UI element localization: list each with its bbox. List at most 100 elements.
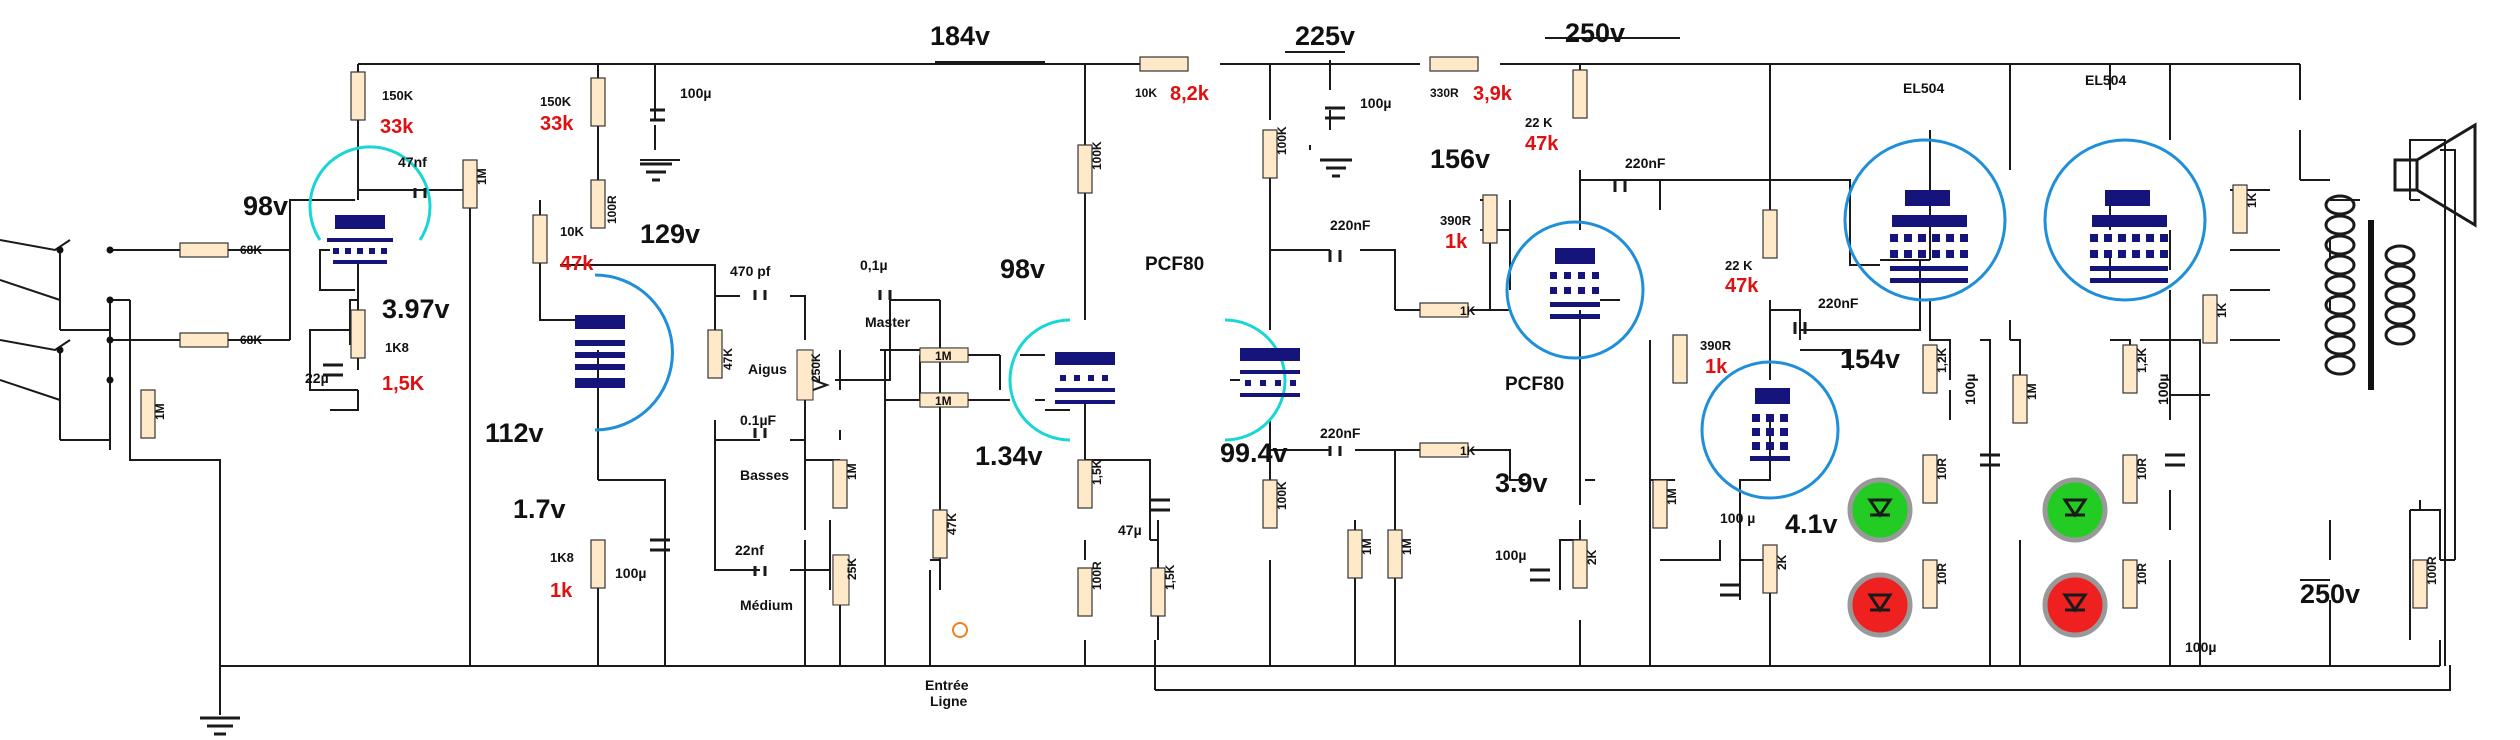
resistor-label: 390R <box>1440 213 1472 228</box>
resistor-label: 1M <box>935 394 952 408</box>
voltage-labels: 184v 225v 250v 98v 3.97v 129v 112v 1.7v … <box>243 18 2360 609</box>
resistor-label-red: 33k <box>540 113 574 135</box>
capacitor-label: 100µ <box>1495 547 1526 563</box>
capacitor-label: 0.1µF <box>740 412 777 428</box>
capacitor-label: 100µ <box>2155 374 2171 405</box>
capacitor-labels: 100µ 100µ 47nf 22µ 100µ 470 pf 0.1µF 22n… <box>305 85 2216 655</box>
voltage-3-97: 3.97v <box>382 294 450 324</box>
voltage-225: 225v <box>1295 21 1355 51</box>
resistor-label: 250K <box>809 353 823 382</box>
resistor-label: 390R <box>1700 338 1732 353</box>
tube-el504-b <box>2043 138 2207 302</box>
resistor-labels: 150K 33k 150K 33k 10K 47k 100R 68K 68K 1… <box>153 83 2439 602</box>
capacitor-label: 100µ <box>1360 95 1391 111</box>
capacitors <box>323 106 2185 597</box>
resistor-label: 100R <box>605 195 619 224</box>
resistor-label: 1,5K <box>1163 564 1177 590</box>
resistor-label-red: 47k <box>560 253 594 275</box>
resistor-label: 1M <box>845 463 859 480</box>
resistor-label: 100K <box>1090 141 1104 170</box>
potentiometers <box>796 347 969 638</box>
label-aigus: Aigus <box>748 361 787 377</box>
voltage-184: 184v <box>930 21 990 51</box>
voltage-99-4: 99.4v <box>1220 438 1288 468</box>
capacitor-label: 100µ <box>1962 374 1978 405</box>
resistor-label: 1K8 <box>385 340 409 355</box>
resistor-label-red: 1k <box>1445 231 1468 253</box>
resistor-label: 10R <box>1935 458 1949 480</box>
resistor-label: 150K <box>382 88 414 103</box>
resistor-label: 10R <box>1935 563 1949 585</box>
voltage-3-9: 3.9v <box>1495 468 1548 498</box>
capacitor-label: 100 µ <box>1720 510 1755 526</box>
capacitor-label: 100µ <box>615 565 646 581</box>
voltage-154: 154v <box>1840 344 1900 374</box>
resistor-label: 150K <box>540 94 572 109</box>
resistor-label: 100R <box>2425 556 2439 585</box>
resistor-label-red: 47k <box>1725 275 1759 297</box>
tube-el504-a <box>1843 138 2007 302</box>
resistor-label: 1K <box>1460 444 1476 458</box>
capacitor-label: 220nF <box>1320 425 1361 441</box>
resistor-label: 47K <box>721 348 735 370</box>
led-indicators <box>1847 477 2108 638</box>
label-medium: Médium <box>740 597 793 613</box>
output-transformer <box>2324 194 2416 390</box>
voltage-1-34: 1.34v <box>975 441 1043 471</box>
voltage-250-top: 250v <box>1565 18 1625 48</box>
resistor-label: 10R <box>2135 563 2149 585</box>
resistor-label: 22 K <box>1525 115 1553 130</box>
tube-pcf80-pentode <box>1008 318 1115 442</box>
resistor-label: 22 K <box>1725 258 1753 273</box>
resistor-label: 2K <box>1775 554 1789 570</box>
capacitor-label: 0,1µ <box>860 257 888 273</box>
resistor-label-red: 33k <box>380 116 414 138</box>
label-el504-a: EL504 <box>1903 80 1944 96</box>
voltage-250-right: 250v <box>2300 579 2360 609</box>
tube-pcf80-b <box>1505 220 1645 360</box>
resistor-label: 1K8 <box>550 550 574 565</box>
resistor-label: 330R <box>1430 86 1459 100</box>
capacitor-label: 100µ <box>2185 639 2216 655</box>
voltage-112: 112v <box>485 418 544 448</box>
tube-pcf80-triode <box>1224 318 1300 442</box>
resistor-label: 1K <box>2215 302 2229 318</box>
voltage-129: 129v <box>640 219 700 249</box>
voltage-1-7: 1.7v <box>513 494 566 524</box>
resistor-label: 1M <box>1360 538 1374 555</box>
resistor-label: 100R <box>1090 561 1104 590</box>
capacitor-label: 220nF <box>1625 155 1666 171</box>
tube-v1a <box>308 145 432 264</box>
resistor-label-red: 8,2k <box>1170 83 1210 105</box>
resistor-label-red: 47k <box>1525 133 1559 155</box>
label-pcf80-a: PCF80 <box>1145 254 1204 275</box>
resistor-label: 68K <box>240 333 262 347</box>
resistor-label: 1,5K <box>1090 459 1104 485</box>
capacitor-label: 220nF <box>1818 295 1859 311</box>
section-labels: Aigus Basses Médium Master Entrée Ligne … <box>740 72 2126 709</box>
voltage-98-input: 98v <box>243 191 288 221</box>
resistor-label-red: 3,9k <box>1473 83 1513 105</box>
resistor-label: 47K <box>945 513 959 535</box>
ground-symbols <box>200 158 1352 736</box>
resistor-label: 1M <box>1400 538 1414 555</box>
label-entree: Entrée <box>925 677 969 693</box>
resistor-label: 68K <box>240 243 262 257</box>
resistor-label: 1M <box>2025 383 2039 400</box>
resistor-label: 1K <box>2245 192 2259 208</box>
capacitor-label: 100µ <box>680 85 711 101</box>
wiring <box>0 37 2456 715</box>
capacitor-label: 22µ <box>305 370 329 386</box>
resistor-label: 1M <box>153 403 167 420</box>
voltage-156: 156v <box>1430 144 1490 174</box>
junction-dots <box>56 246 114 384</box>
resistor-label: 100K <box>1275 481 1289 510</box>
capacitor-label: 47µ <box>1118 522 1142 538</box>
resistor-label: 10K <box>560 224 584 239</box>
label-pcf80-b: PCF80 <box>1505 374 1564 395</box>
voltage-4-1: 4.1v <box>1785 509 1838 539</box>
tube-v1b <box>575 273 674 432</box>
capacitor-label: 22nf <box>735 542 764 558</box>
capacitor-label: 47nf <box>398 154 427 170</box>
capacitor-label: 220nF <box>1330 217 1371 233</box>
